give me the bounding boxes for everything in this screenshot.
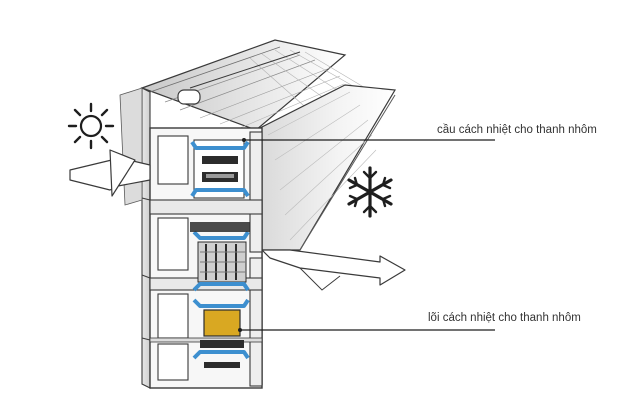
cold-arrow [261, 249, 406, 291]
frame-top-face [140, 39, 373, 131]
thermal-bridge-label: cầu cách nhiệt cho thanh nhôm [437, 124, 597, 136]
leader-lines [238, 138, 495, 332]
frame-left-face [119, 87, 151, 389]
frame-right-face [255, 84, 396, 385]
thermal-core-label: lõi cách nhiệt cho thanh nhôm [428, 312, 581, 324]
heat-arrow [69, 149, 151, 197]
snowflake-icon [347, 166, 393, 218]
thermal-break-upper [190, 140, 250, 198]
sun-icon [67, 102, 115, 150]
thermal-break-middle [190, 222, 250, 292]
thermal-core-lower [192, 298, 250, 368]
